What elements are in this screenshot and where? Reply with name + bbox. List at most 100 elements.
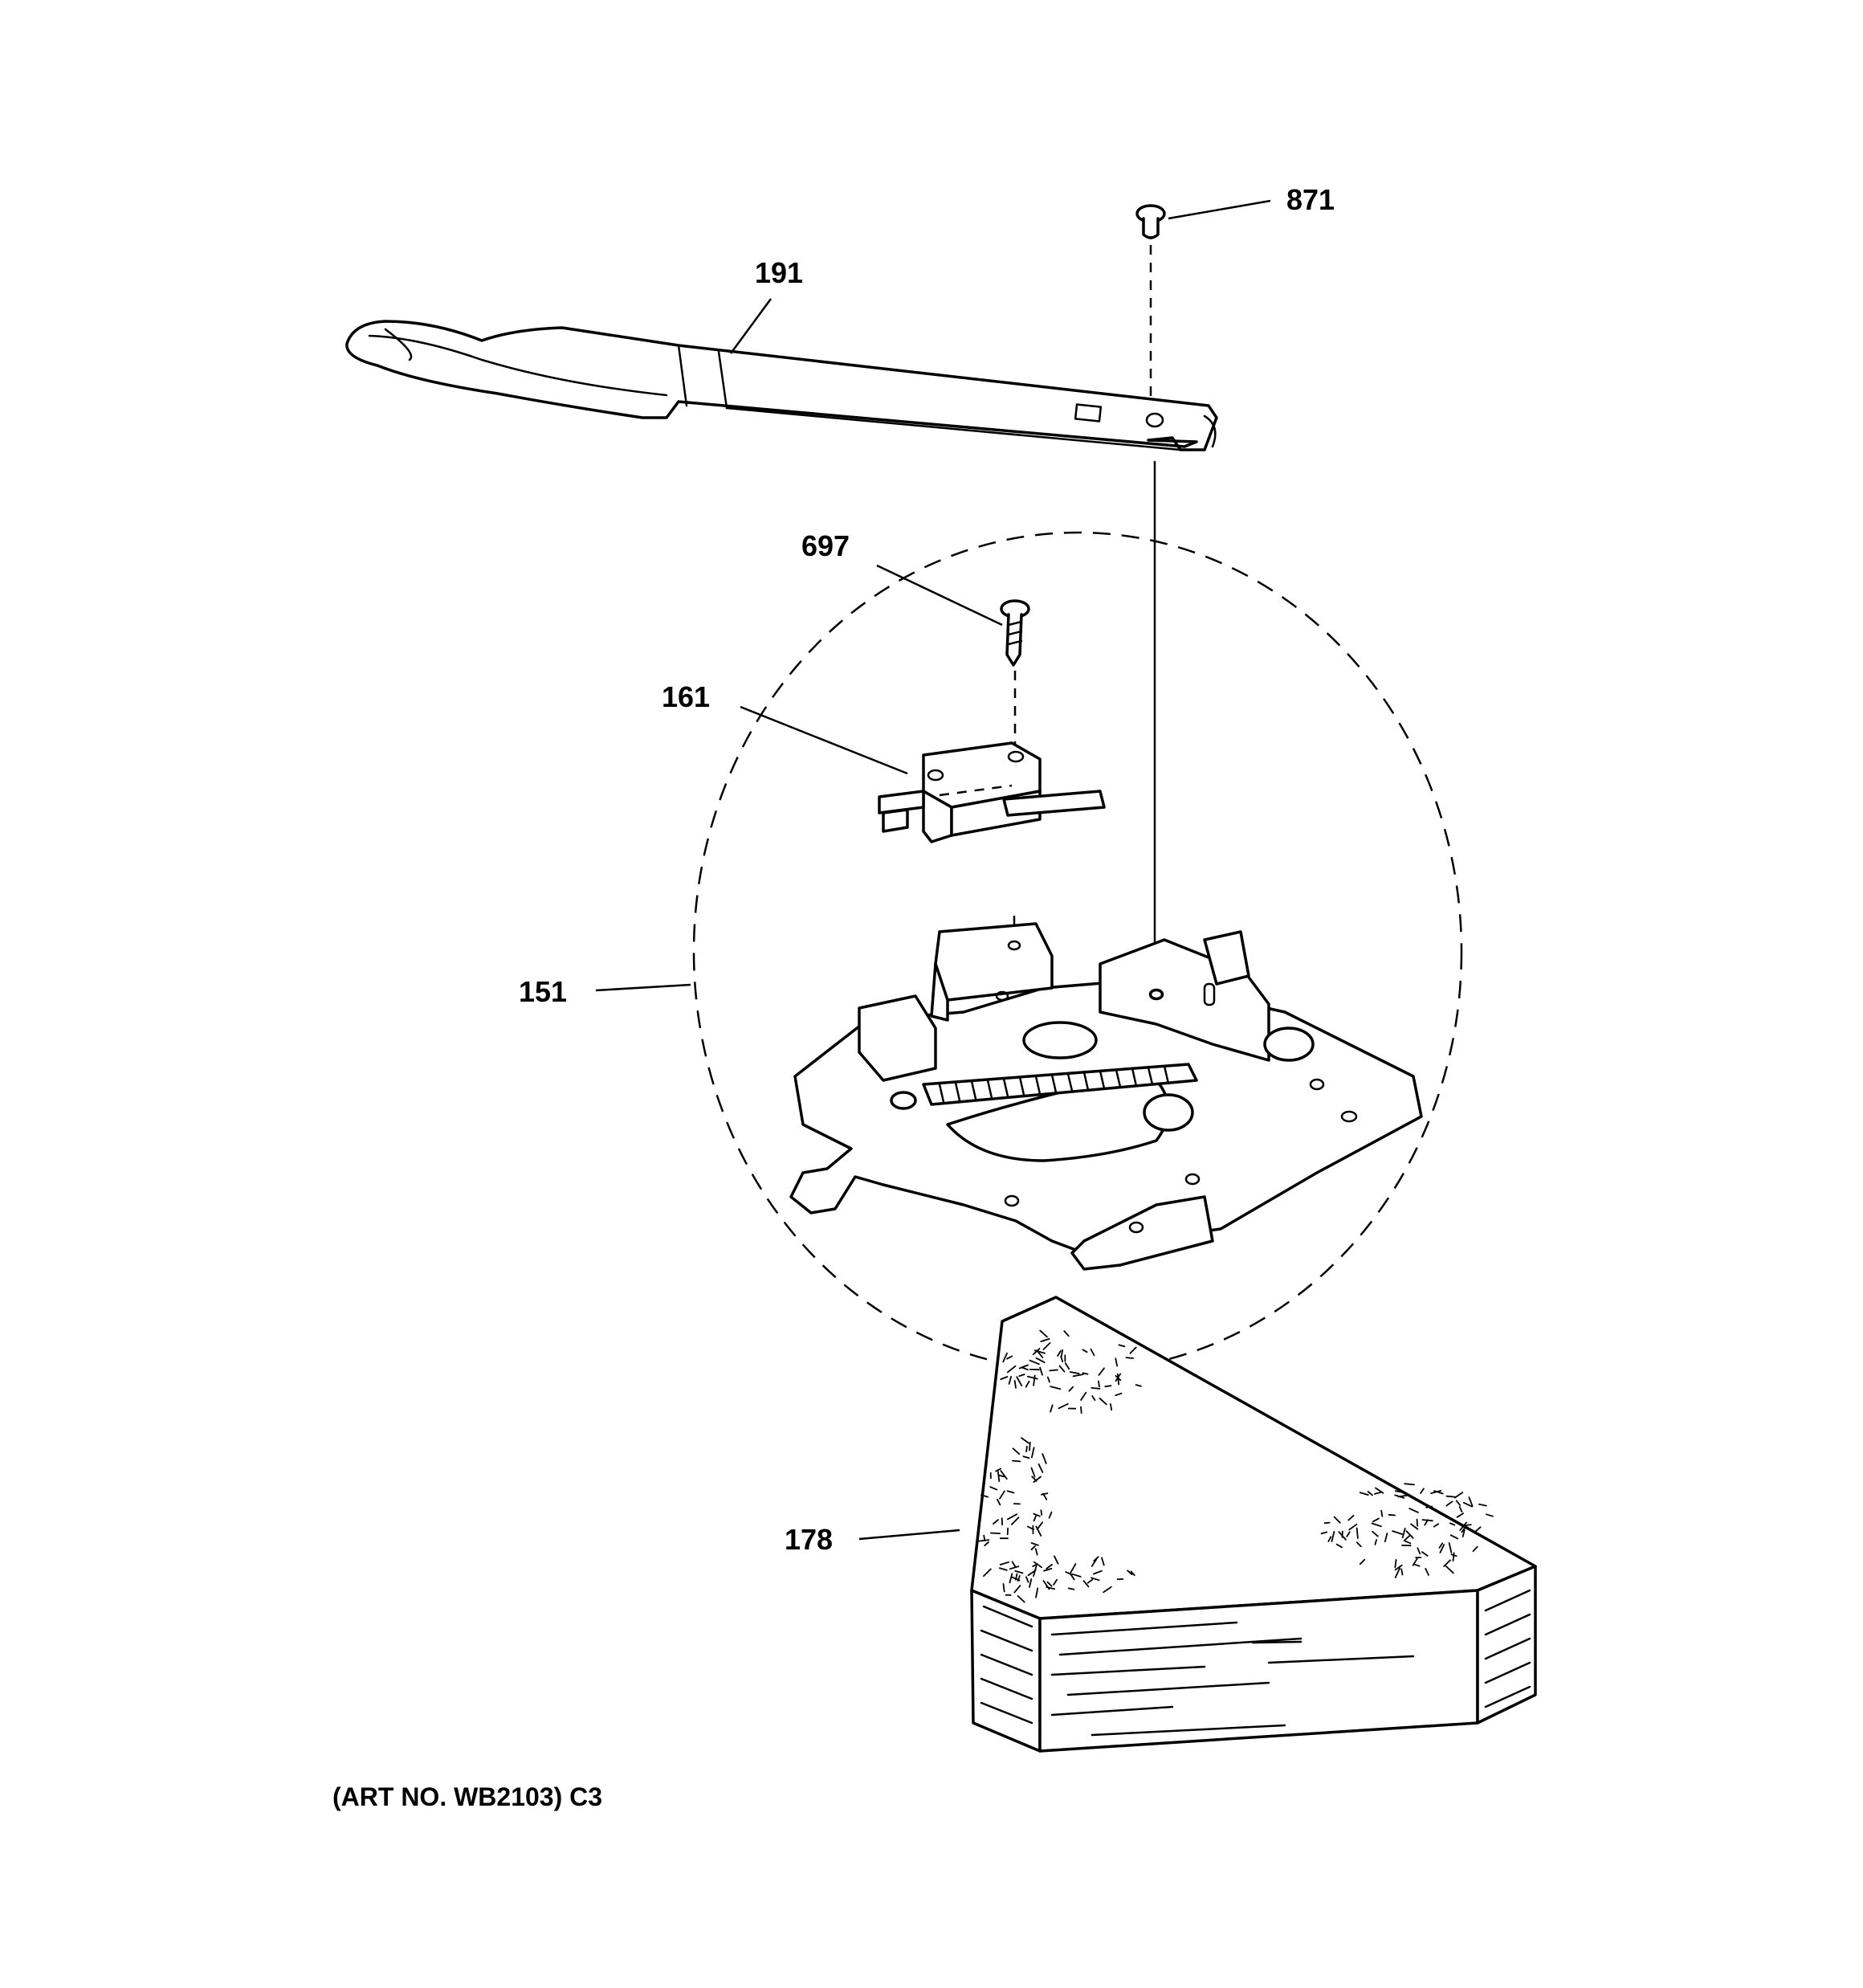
texture-speck	[1401, 1528, 1406, 1539]
texture-speck	[1029, 1578, 1033, 1588]
screw-697	[1000, 599, 1030, 667]
texture-speck	[1404, 1540, 1412, 1545]
texture-speck	[1031, 1447, 1035, 1459]
texture-speck	[1448, 1542, 1453, 1553]
leader-697	[876, 564, 1003, 627]
texture-speck	[1439, 1544, 1445, 1553]
texture-speck	[1468, 1496, 1474, 1507]
texture-speck	[997, 1474, 1005, 1478]
texture-speck	[980, 1494, 989, 1498]
texture-speck	[1027, 1525, 1035, 1531]
texture-speck	[1461, 1527, 1466, 1533]
texture-speck	[1135, 1384, 1142, 1387]
texture-speck	[1130, 1570, 1135, 1577]
callout-697: 697	[801, 529, 850, 562]
texture-speck	[1025, 1380, 1030, 1388]
texture-speck	[1412, 1557, 1418, 1566]
texture-speck	[1033, 1374, 1036, 1386]
texture-speck	[1449, 1534, 1459, 1540]
leader-191	[729, 298, 773, 354]
texture-speck	[1080, 1406, 1082, 1414]
texture-speck	[1011, 1517, 1020, 1525]
texture-speck	[1453, 1492, 1464, 1499]
texture-speck	[1090, 1558, 1098, 1567]
texture-speck	[1425, 1505, 1433, 1508]
callout-871: 871	[1286, 183, 1335, 216]
texture-speck	[1420, 1488, 1425, 1494]
texture-speck	[1016, 1376, 1023, 1386]
texture-speck	[1473, 1526, 1482, 1534]
texture-speck	[1046, 1586, 1055, 1590]
texture-speck	[1009, 1565, 1020, 1570]
texture-speck	[1009, 1573, 1013, 1584]
texture-speck	[1033, 1349, 1046, 1354]
texture-speck	[1033, 1512, 1041, 1517]
texture-speck	[1040, 1509, 1043, 1516]
texture-speck	[1058, 1402, 1069, 1410]
texture-speck	[1031, 1476, 1037, 1482]
texture-speck	[1082, 1580, 1090, 1588]
texture-speck	[1335, 1543, 1343, 1549]
texture-speck	[1452, 1552, 1455, 1562]
texture-speck	[1029, 1359, 1040, 1365]
texture-speck	[1098, 1367, 1105, 1376]
texture-speck	[1090, 1577, 1100, 1582]
texture-speck	[1445, 1565, 1454, 1574]
texture-speck	[1333, 1516, 1341, 1524]
texture-speck	[1050, 1404, 1054, 1413]
texture-speck	[1006, 1490, 1015, 1494]
texture-speck	[1053, 1578, 1058, 1586]
texture-speck	[1017, 1574, 1021, 1582]
texture-speck	[1034, 1548, 1038, 1556]
texture-speck	[1099, 1397, 1107, 1406]
texture-speck	[1018, 1374, 1025, 1378]
texture-speck	[1443, 1559, 1451, 1567]
texture-speck	[1394, 1567, 1400, 1578]
texture-speck	[1397, 1494, 1409, 1498]
texture-speck	[1372, 1530, 1379, 1537]
texture-speck	[997, 1498, 1001, 1506]
texture-speck	[1043, 1568, 1053, 1572]
texture-speck	[1030, 1467, 1036, 1478]
texture-speck	[1374, 1491, 1382, 1495]
texture-speck	[1359, 1492, 1369, 1496]
texture-speck	[1035, 1357, 1046, 1363]
texture-speck	[1042, 1342, 1051, 1350]
texture-speck	[978, 1539, 990, 1542]
texture-speck	[1002, 1583, 1005, 1593]
texture-speck	[1410, 1523, 1419, 1530]
texture-speck	[1421, 1551, 1429, 1557]
texture-speck	[1461, 1524, 1472, 1527]
texture-speck	[1035, 1587, 1039, 1598]
texture-speck	[1030, 1542, 1039, 1546]
texture-speck	[1012, 1447, 1021, 1455]
texture-speck	[1013, 1585, 1021, 1594]
assembly-boundary-151	[692, 531, 1463, 1373]
texture-speck	[1372, 1517, 1380, 1523]
texture-speck	[1462, 1501, 1473, 1508]
texture-speck	[1008, 1376, 1012, 1385]
texture-speck	[1118, 1344, 1126, 1348]
texture-speck	[1486, 1513, 1494, 1517]
texture-speck	[999, 1561, 1009, 1565]
texture-speck	[1050, 1386, 1062, 1390]
texture-speck	[1367, 1491, 1373, 1496]
texture-speck	[1359, 1558, 1366, 1565]
texture-speck	[1046, 1376, 1050, 1383]
texture-speck	[1025, 1576, 1029, 1583]
texture-speck	[1101, 1557, 1105, 1566]
texture-speck	[1445, 1495, 1456, 1498]
texture-speck	[1455, 1500, 1461, 1506]
texture-speck	[1450, 1553, 1457, 1557]
callout-191: 191	[755, 256, 803, 289]
leader-161	[740, 705, 908, 775]
texture-speck	[1072, 1374, 1084, 1378]
texture-speck	[1033, 1515, 1037, 1522]
texture-speck	[1394, 1559, 1397, 1569]
texture-speck	[1403, 1534, 1411, 1541]
texture-speck	[1029, 1441, 1031, 1451]
texture-speck	[1086, 1578, 1094, 1584]
texture-speck	[1067, 1587, 1075, 1590]
texture-speck	[1069, 1371, 1080, 1374]
